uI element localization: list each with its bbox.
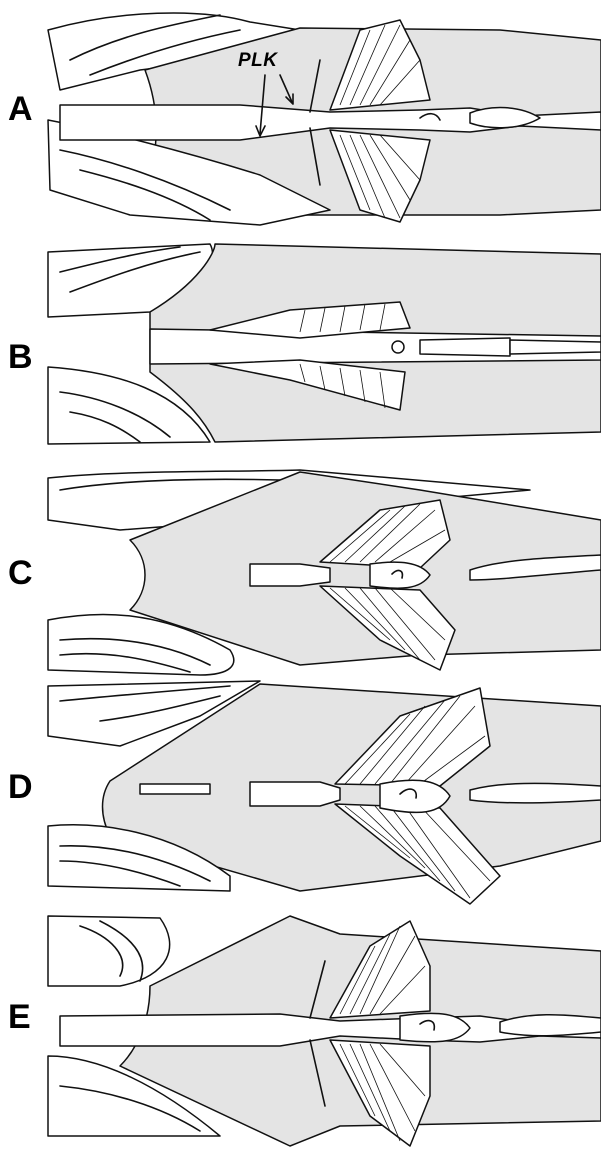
- panel-b: B: [0, 232, 601, 450]
- panel-e-drawing: [0, 906, 601, 1157]
- panel-e: E: [0, 906, 601, 1157]
- panel-d: D: [0, 676, 601, 906]
- panel-c-drawing: [0, 450, 601, 676]
- panel-c: C: [0, 450, 601, 676]
- panel-b-drawing: [0, 232, 601, 450]
- plk-label: PLK: [238, 50, 278, 72]
- panel-a: A: [0, 0, 601, 232]
- panel-d-drawing: [0, 676, 601, 906]
- panel-a-drawing: [0, 0, 601, 232]
